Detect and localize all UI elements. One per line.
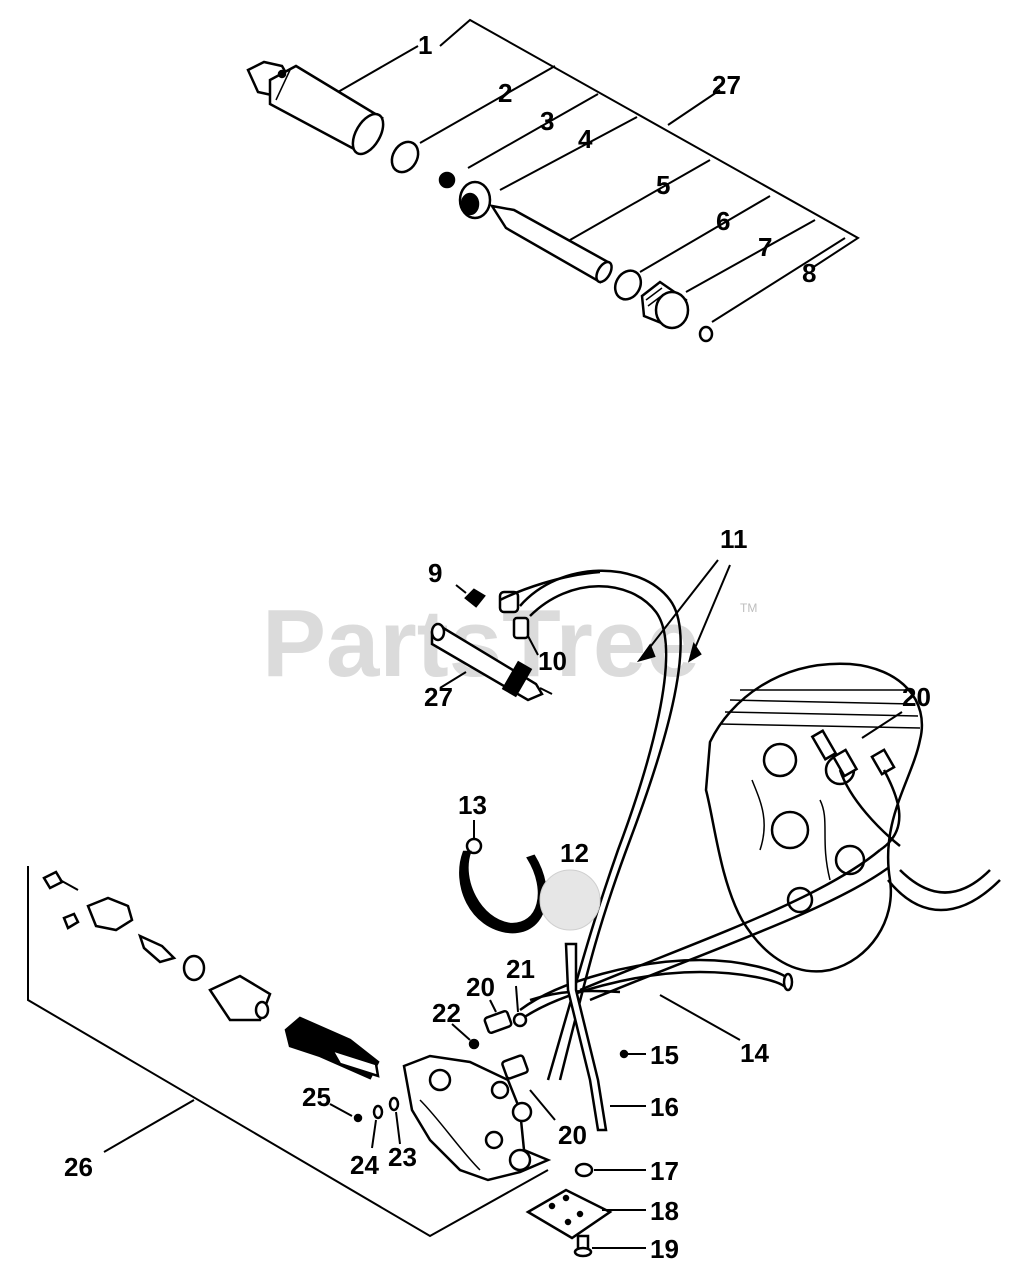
clamp-strap-part-13 <box>459 820 547 934</box>
leader-5 <box>569 159 711 241</box>
callout-21: 21 <box>506 954 535 984</box>
leader-8 <box>711 237 846 323</box>
fitting-part-20-engine <box>810 711 903 778</box>
leader-7 <box>685 219 816 293</box>
callout-11: 11 <box>720 524 748 554</box>
rod-part-5 <box>489 204 610 284</box>
callout-19: 19 <box>650 1234 679 1264</box>
bracket-26 <box>27 866 549 1238</box>
callout-5: 5 <box>656 170 670 200</box>
callout-labels: 1 2 3 4 5 6 7 8 27 9 10 11 27 20 13 12 2… <box>64 30 931 1264</box>
callout-20c: 20 <box>558 1120 587 1150</box>
callout-13: 13 <box>458 790 487 820</box>
watermark-text: PartsTree <box>262 590 700 697</box>
callout-6: 6 <box>716 206 730 236</box>
leader-20c <box>529 1089 556 1121</box>
callout-17: 17 <box>650 1156 679 1186</box>
hydraulic-hoses-part-11 <box>499 559 731 1081</box>
callout-27a: 27 <box>712 70 741 100</box>
part-15 <box>619 1049 629 1059</box>
callout-18: 18 <box>650 1196 679 1226</box>
vent-tube-part-16 <box>564 942 646 1132</box>
watermark-trademark: TM <box>740 601 757 615</box>
callout-22: 22 <box>432 998 461 1028</box>
leader-14 <box>659 994 741 1041</box>
callout-16: 16 <box>650 1092 679 1122</box>
engine-hose-1 <box>838 769 901 847</box>
callout-14: 14 <box>740 1038 769 1068</box>
callout-24: 24 <box>350 1150 379 1180</box>
engine-hose-6 <box>589 866 889 1002</box>
callout-4: 4 <box>578 124 593 154</box>
callout-9: 9 <box>428 558 442 588</box>
cylinder-barrel-part <box>246 60 385 156</box>
bolt-part-19 <box>573 1234 646 1258</box>
piston-part-4 <box>458 180 492 220</box>
o-ring-part-2 <box>390 140 420 174</box>
engine-hose-3 <box>887 879 1001 912</box>
callout-2: 2 <box>498 78 512 108</box>
callout-10: 10 <box>538 646 567 676</box>
nut-part-3 <box>438 171 456 189</box>
bracket-27-top <box>439 18 860 269</box>
leader-26 <box>103 1099 195 1153</box>
leader-3 <box>467 93 599 169</box>
gland-part-7 <box>640 280 690 330</box>
callout-26: 26 <box>64 1152 93 1182</box>
hydraulic-pump <box>402 1054 552 1182</box>
ball-part-12 <box>539 869 601 931</box>
engine-block <box>704 662 924 973</box>
leader-4 <box>499 116 638 191</box>
callout-23: 23 <box>388 1142 417 1172</box>
leader-11a <box>639 559 719 661</box>
elbow-fitting-part-9 <box>455 584 486 608</box>
cylinder-assembly <box>246 18 860 343</box>
callout-7: 7 <box>758 232 772 262</box>
callout-27b: 27 <box>424 682 453 712</box>
callout-1: 1 <box>418 30 432 60</box>
callout-3: 3 <box>540 106 554 136</box>
leader-1 <box>337 45 419 93</box>
small-parts-23-24-25 <box>329 1096 401 1149</box>
callout-20a: 20 <box>902 682 931 712</box>
leader-11b <box>689 564 731 661</box>
engine-hose-4 <box>899 869 991 894</box>
leader-6 <box>639 195 771 273</box>
o-ring-part-8 <box>698 325 714 343</box>
callout-8: 8 <box>802 258 816 288</box>
leader-2 <box>419 65 556 144</box>
plate-part-18 <box>525 1188 646 1240</box>
hydraulic-system-assembly <box>27 559 1001 1258</box>
callout-25: 25 <box>302 1082 331 1112</box>
cylinder-assembled-part-27 <box>430 622 553 702</box>
nut-part-17 <box>574 1162 646 1178</box>
o-ring-part-6 <box>613 269 643 301</box>
pump-internal-parts <box>42 870 380 1080</box>
callout-15: 15 <box>650 1040 679 1070</box>
callout-20b: 20 <box>466 972 495 1002</box>
engine-hose-5 <box>579 849 881 992</box>
leader-27a <box>667 89 721 126</box>
fittings-part-20-21-22 <box>451 985 556 1121</box>
callout-12: 12 <box>560 838 589 868</box>
engine-hose-2 <box>879 769 901 852</box>
